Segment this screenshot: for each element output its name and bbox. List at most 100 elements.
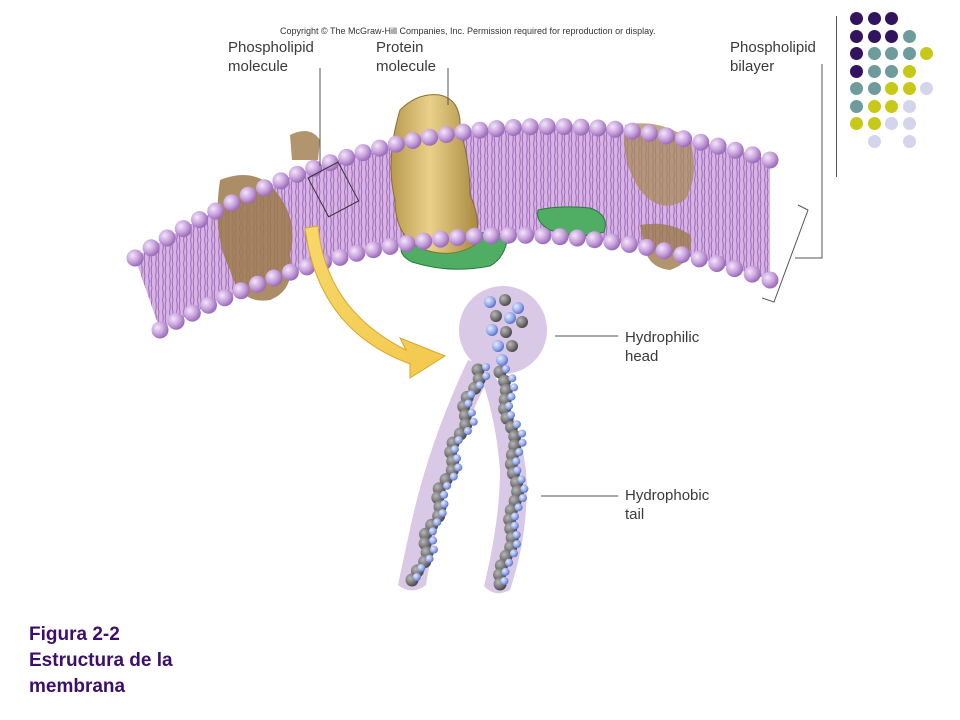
- molecule-atom: [518, 438, 527, 447]
- bilayer-heads-top: [126, 118, 779, 267]
- phospholipid-head: [690, 250, 708, 268]
- phospholipid-head: [551, 228, 569, 246]
- molecule-atom: [440, 500, 449, 508]
- decor-dot: [902, 29, 916, 43]
- integral-protein: [390, 94, 479, 254]
- molecule-atom: [512, 530, 521, 539]
- phospholipid-head: [183, 304, 201, 322]
- phospholipid-head: [223, 194, 241, 212]
- molecule-atom: [516, 316, 528, 328]
- phospholipid-head: [191, 211, 208, 229]
- molecule-atom: [464, 399, 473, 408]
- phospholipid-head: [398, 235, 416, 252]
- phospholipid-head: [761, 271, 779, 289]
- molecule-atom: [519, 494, 527, 502]
- molecule-atom: [486, 324, 498, 336]
- molecule-atom: [513, 466, 522, 475]
- molecule-atom: [496, 354, 508, 366]
- decor-dot: [902, 47, 916, 60]
- enlarged-phospholipid: [398, 286, 547, 594]
- phospholipid-head: [249, 275, 266, 293]
- phospholipid-head: [623, 122, 641, 140]
- molecule-atom: [505, 558, 514, 567]
- phospholipid-head: [126, 249, 144, 267]
- phospholipid-head: [216, 289, 234, 307]
- magnify-arrow: [304, 225, 447, 379]
- molecule-atom: [463, 426, 472, 435]
- phospholipid-head: [288, 165, 306, 183]
- molecule-atoms: [405, 294, 529, 591]
- molecule-atom: [518, 429, 527, 438]
- phospholipid-head: [265, 269, 283, 287]
- molecule-atom: [508, 374, 517, 383]
- decor-dot: [850, 64, 863, 78]
- molecule-atom: [512, 420, 521, 429]
- phospholipid-head: [589, 119, 607, 137]
- molecule-atom: [454, 436, 463, 444]
- phospholipid-head: [638, 238, 656, 256]
- phospholipid-head: [331, 248, 349, 266]
- phospholipid-head: [709, 137, 727, 155]
- phospholipid-head: [272, 172, 290, 190]
- phospholipid-head: [761, 151, 779, 169]
- brown-protein-right: [624, 123, 694, 206]
- phospholipid-head: [673, 246, 691, 264]
- green-protein-right: [537, 206, 606, 236]
- molecule-atom: [499, 294, 511, 306]
- molecule-atom: [508, 430, 522, 443]
- molecule-atom: [438, 509, 447, 518]
- molecule-atom: [504, 312, 516, 324]
- molecule-atom: [510, 521, 519, 530]
- decor-dot: [867, 134, 881, 148]
- phospholipid-head: [387, 135, 405, 153]
- decor-dot: [850, 29, 863, 43]
- phospholipid-head: [404, 132, 422, 149]
- phospholipid-head: [744, 146, 762, 164]
- bilayer-bracket: [761, 204, 809, 303]
- molecule-atom: [440, 490, 449, 499]
- decor-dot: [920, 47, 933, 60]
- phospholipid-head: [504, 119, 522, 136]
- brown-protein-back: [290, 131, 320, 160]
- decor-dot: [867, 47, 881, 60]
- phospholipid-head: [167, 312, 185, 330]
- phospholipid-head: [174, 220, 192, 238]
- phospholipid-head: [364, 241, 382, 259]
- molecule-atom: [482, 372, 491, 381]
- phospholipid-head: [432, 230, 450, 248]
- decor-dot: [867, 12, 881, 25]
- phospholipid-head: [466, 227, 483, 245]
- phospholipid-head: [603, 233, 621, 251]
- decor-dot: [885, 64, 898, 78]
- molecule-atom: [512, 457, 521, 466]
- phospholipid-head: [354, 144, 372, 162]
- decor-dot: [850, 82, 863, 95]
- phospholipid-head: [517, 226, 535, 244]
- decor-dot: [902, 64, 916, 78]
- phospholipid-head: [281, 263, 299, 281]
- decor-dot: [850, 47, 863, 60]
- phospholipid-head: [483, 227, 500, 245]
- decor-dot: [885, 12, 898, 25]
- decor-dot: [885, 29, 898, 43]
- decor-dot: [850, 99, 863, 113]
- phospholipid-head: [606, 120, 624, 138]
- phospholipid-head: [471, 121, 489, 139]
- phospholipid-head: [692, 133, 710, 151]
- molecule-atom: [450, 445, 459, 454]
- phospholipid-head: [158, 229, 176, 247]
- phospholipid-head: [151, 321, 169, 339]
- phospholipid-head: [256, 179, 273, 197]
- molecule-atom: [430, 545, 438, 554]
- molecule-atom: [513, 540, 521, 549]
- molecule-atom: [507, 411, 515, 420]
- molecule-atom: [500, 577, 509, 585]
- molecule-atom: [502, 365, 510, 373]
- phospholipid-head: [232, 282, 250, 300]
- phospholipid-head: [620, 235, 638, 253]
- molecule-atom: [512, 302, 524, 314]
